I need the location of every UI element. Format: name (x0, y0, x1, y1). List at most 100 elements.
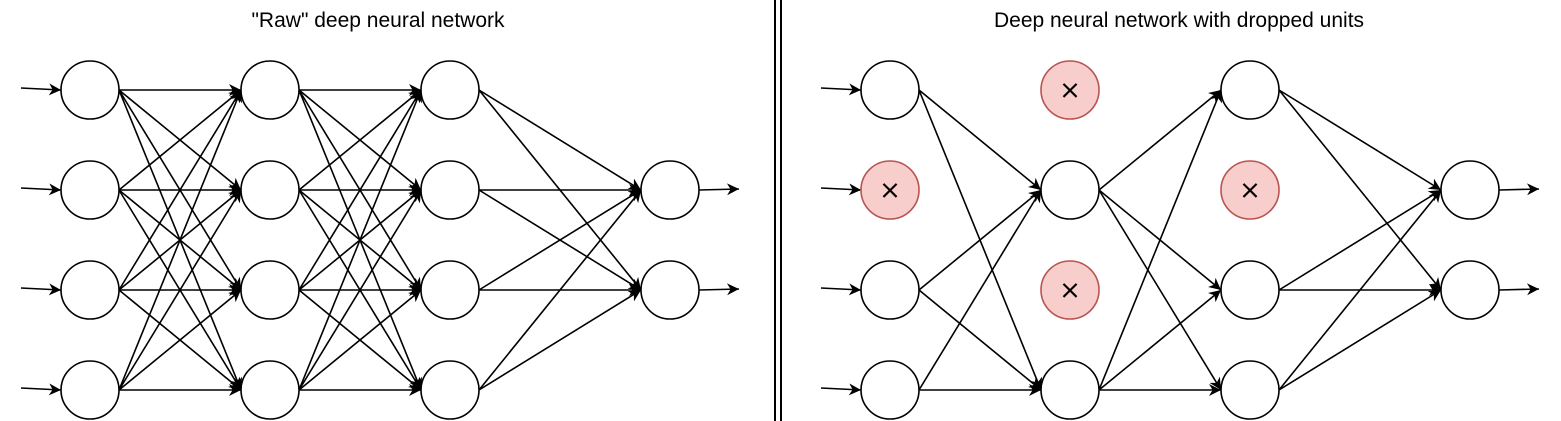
node-circle (860, 160, 920, 220)
left-node-l3-u3 (420, 260, 480, 320)
left-node-l1-u4 (60, 360, 120, 420)
right-input-arrow-3 (820, 283, 862, 296)
node-circle (1220, 60, 1280, 120)
right-node-l4-u2 (1440, 260, 1500, 320)
left-node-l2-u1 (240, 60, 300, 120)
left-edge-l1u2-l2u1 (118, 89, 242, 191)
left-edge-l3u4-l4u1 (478, 189, 642, 391)
right-node-l1-u4 (860, 360, 920, 420)
node-circle (60, 60, 120, 120)
node-circle (1220, 360, 1280, 420)
left-node-l4-u2 (640, 260, 700, 320)
right-node-l3-u4 (1220, 360, 1280, 420)
left-edge-l3u4-l4u2 (478, 289, 642, 391)
right-node-l3-u1 (1220, 60, 1280, 120)
node-circle (1040, 60, 1100, 120)
left-panel-title: "Raw" deep neural network (251, 9, 505, 32)
node-circle (1040, 160, 1100, 220)
node-circle (1040, 360, 1100, 420)
left-output-arrow-2 (698, 283, 740, 296)
left-node-l3-u1 (420, 60, 480, 120)
right-node-l1-u2-dropped: × (860, 160, 920, 220)
left-node-l1-u1 (60, 60, 120, 120)
left-node-l2-u2 (240, 160, 300, 220)
right-edge-l1u1-l2u2 (918, 89, 1042, 191)
node-circle (60, 260, 120, 320)
left-edge-l2u2-l3u1 (298, 89, 422, 191)
right-node-l1-u3 (860, 260, 920, 320)
left-node-l1-u3 (60, 260, 120, 320)
node-circle (60, 360, 120, 420)
node-circle (420, 60, 480, 120)
left-edge-l2u4-l3u3 (298, 289, 422, 391)
left-node-l3-u2 (420, 160, 480, 220)
left-node-l3-u4 (420, 360, 480, 420)
left-edge-l2u3-l3u1 (298, 89, 422, 291)
right-panel-title: Deep neural network with dropped units (993, 9, 1365, 32)
left-edge-l3u3-l4u1 (478, 189, 642, 291)
right-node-l2-u4 (1040, 360, 1100, 420)
edges-layer (20, 83, 1540, 396)
right-edge-l3u4-l4u2 (1278, 289, 1442, 391)
left-edge-l2u4-l3u1 (298, 89, 423, 391)
left-input-arrow-2 (20, 183, 62, 196)
node-circle (860, 60, 920, 120)
right-input-arrow-4 (820, 383, 862, 396)
left-node-l2-u4 (240, 360, 300, 420)
left-edge-l1u3-l2u1 (118, 89, 242, 291)
left-edge-l2u4-l3u2 (298, 189, 422, 391)
node-circle (640, 160, 700, 220)
node-circle (240, 360, 300, 420)
left-edge-l1u4-l2u2 (118, 189, 242, 391)
right-node-l2-u3-dropped: × (1040, 260, 1100, 320)
right-edge-l1u3-l2u4 (918, 289, 1042, 391)
node-circle (240, 60, 300, 120)
left-input-arrow-1 (20, 83, 62, 96)
left-input-arrow-4 (20, 383, 62, 396)
dropped-x-marker: × (879, 176, 901, 206)
right-edge-l1u3-l2u2 (918, 189, 1042, 291)
left-output-arrow-1 (698, 183, 740, 196)
right-edge-l1u4-l2u2 (918, 189, 1042, 391)
node-circle (420, 260, 480, 320)
right-output-arrow-2 (1498, 283, 1540, 296)
node-circle (640, 260, 700, 320)
left-input-arrow-3 (20, 283, 62, 296)
right-node-l2-u1-dropped: × (1040, 60, 1100, 120)
nodes-layer: × × × × (60, 60, 1500, 420)
node-circle (1440, 160, 1500, 220)
right-node-l3-u3 (1220, 260, 1280, 320)
right-output-arrow-1 (1498, 183, 1540, 196)
node-circle (420, 360, 480, 420)
right-input-arrow-2 (820, 183, 862, 196)
node-circle (240, 160, 300, 220)
right-edge-l3u4-l4u1 (1278, 189, 1442, 391)
node-circle (60, 160, 120, 220)
node-circle (240, 260, 300, 320)
right-edge-l2u2-l3u1 (1098, 89, 1222, 191)
node-circle (1220, 160, 1280, 220)
panel-divider (774, 0, 782, 421)
right-node-l1-u1 (860, 60, 920, 120)
right-edge-l2u4-l3u3 (1098, 289, 1222, 391)
right-input-arrow-1 (820, 83, 862, 96)
right-edge-l3u1-l4u1 (1278, 89, 1442, 191)
node-circle (420, 160, 480, 220)
node-circle (860, 260, 920, 320)
dropped-x-marker: × (1239, 176, 1261, 206)
node-circle (1440, 260, 1500, 320)
dropped-x-marker: × (1059, 76, 1081, 106)
right-edge-l3u1-l4u2 (1278, 89, 1442, 291)
left-node-l2-u3 (240, 260, 300, 320)
right-edge-l3u3-l4u1 (1278, 189, 1442, 291)
node-circle (860, 360, 920, 420)
dropped-x-marker: × (1059, 276, 1081, 306)
right-edge-l2u2-l3u4 (1098, 189, 1222, 391)
right-edge-l2u4-l3u1 (1098, 89, 1223, 391)
right-node-l3-u2-dropped: × (1220, 160, 1280, 220)
left-edge-l1u4-l2u1 (118, 89, 243, 391)
right-node-l4-u1 (1440, 160, 1500, 220)
left-node-l4-u1 (640, 160, 700, 220)
right-node-l2-u2 (1040, 160, 1100, 220)
